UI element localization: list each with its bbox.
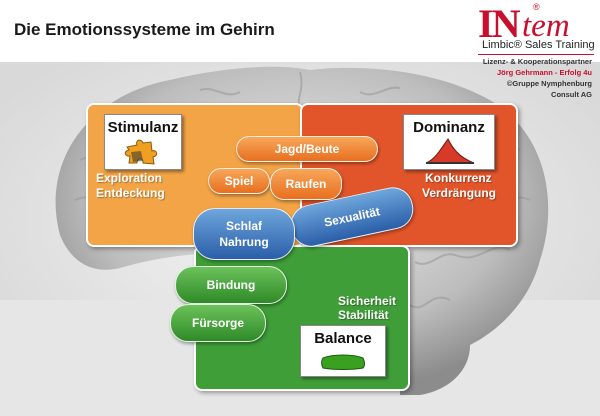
credit-line-1: Lizenz- & Kooperationspartner <box>482 57 592 66</box>
balance-label-box: Balance <box>300 325 386 377</box>
pill-jagd-beute: Jagd/Beute <box>236 136 378 162</box>
credit-line-2: Jörg Gehrmann - Erfolg 4u <box>496 68 592 77</box>
pill-nahrung-text: Nahrung <box>219 235 269 249</box>
pill-raufen: Raufen <box>270 168 342 200</box>
stimulanz-label-box: Stimulanz <box>104 114 182 170</box>
dominanz-label: Dominanz <box>413 119 485 136</box>
shark-fin-icon <box>425 138 475 164</box>
pill-schlaf-text: Schlaf <box>225 219 262 233</box>
dominanz-text-1: Konkurrenz <box>425 171 492 185</box>
balance-text-2: Stabilität <box>338 308 389 322</box>
dominanz-text-2: Verdrängung <box>422 186 497 200</box>
credit-line-3: ©Gruppe Nymphenburg <box>506 79 592 88</box>
pill-schlaf-nahrung: Schlaf Nahrung <box>193 208 295 260</box>
puzzle-icon <box>124 139 158 165</box>
logo-registered: ® <box>533 2 540 12</box>
balance-label: Balance <box>314 330 372 347</box>
logo-in: IN <box>478 1 520 46</box>
pill-bindung: Bindung <box>175 266 287 304</box>
balance-text-1: Sicherheit <box>338 294 397 308</box>
pill-spiel: Spiel <box>208 168 270 194</box>
stimulanz-label: Stimulanz <box>107 119 179 136</box>
logo-subtitle: Limbic® Sales Training <box>482 39 595 51</box>
pillow-icon <box>321 354 365 370</box>
pill-fuersorge: Fürsorge <box>170 304 266 342</box>
stimulanz-text-1: Exploration <box>96 171 163 185</box>
credit-line-4: Consult AG <box>551 90 592 99</box>
logo-tem: tem <box>522 8 570 44</box>
dominanz-label-box: Dominanz <box>403 114 495 170</box>
logo-underline <box>478 54 594 55</box>
stimulanz-text-2: Entdeckung <box>96 186 165 200</box>
page-title: Die Emotionssysteme im Gehirn <box>14 20 275 39</box>
